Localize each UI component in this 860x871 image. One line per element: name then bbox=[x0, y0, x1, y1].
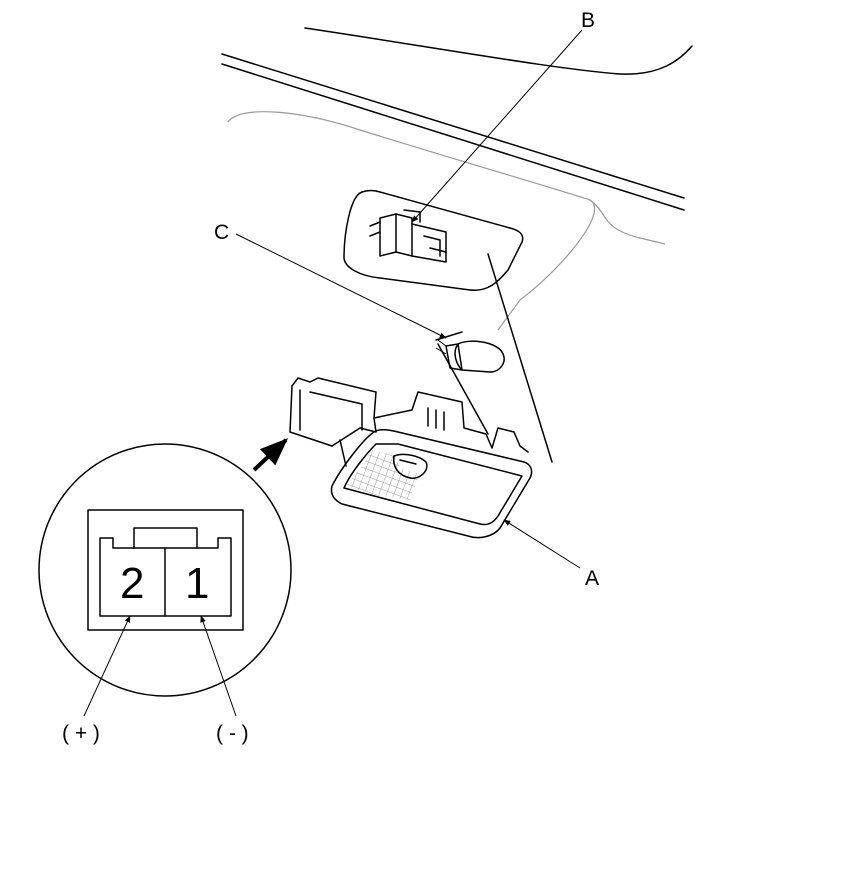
callout-a-label: A bbox=[585, 567, 599, 590]
terminal-leaders bbox=[83, 615, 237, 717]
retaining-clip bbox=[369, 209, 447, 263]
callout-b-label: B bbox=[581, 9, 595, 32]
callout-leaders bbox=[235, 29, 583, 569]
connector-detail bbox=[38, 438, 292, 697]
callout-c-label: C bbox=[214, 221, 229, 244]
magnifier-circle bbox=[38, 443, 292, 697]
headliner-panel bbox=[221, 27, 693, 331]
mount-opening bbox=[343, 189, 524, 291]
positive-terminal-label: ( + ) bbox=[62, 722, 100, 745]
bulb bbox=[435, 331, 505, 373]
connector-face bbox=[87, 509, 244, 631]
pin-2-label: 2 bbox=[120, 559, 144, 608]
negative-terminal-label: ( - ) bbox=[216, 722, 249, 745]
pin-1-label: 1 bbox=[185, 559, 209, 608]
ceiling-light-housing bbox=[289, 377, 533, 539]
